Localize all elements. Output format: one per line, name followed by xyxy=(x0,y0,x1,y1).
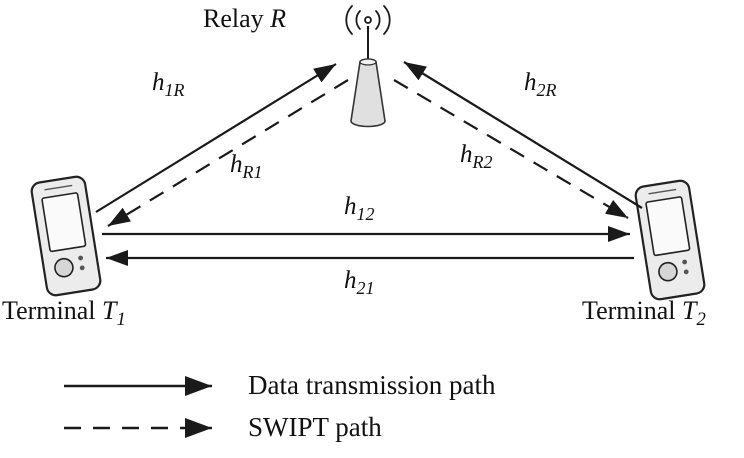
link-relay-to-t2-swipt xyxy=(393,79,629,219)
relay-label: Relay R xyxy=(203,6,286,32)
legend-data-path-label: Data transmission path xyxy=(248,370,496,400)
phone-screen xyxy=(645,196,691,257)
channel-label-h2R: h2R xyxy=(524,69,557,100)
channel-label-h21: h21 xyxy=(344,267,375,298)
antenna-cone-top xyxy=(359,58,377,66)
link-t1-to-relay xyxy=(95,63,337,213)
terminal1-phone-icon xyxy=(30,175,102,297)
link-relay-to-t1-swipt xyxy=(107,79,349,227)
relay-label-prefix: Relay xyxy=(203,4,271,33)
phone-screen xyxy=(41,192,87,253)
channel-label-hR2: hR2 xyxy=(460,141,493,172)
signal-waves-icon xyxy=(345,5,391,35)
channel-label-h12: h12 xyxy=(344,193,375,224)
antenna-cone xyxy=(350,58,386,128)
channel-label-hR1: hR1 xyxy=(230,151,263,182)
terminal2-phone-icon xyxy=(634,179,706,301)
terminal2-label: Terminal T2 xyxy=(582,296,706,331)
link-t2-to-relay xyxy=(403,61,643,209)
relay-antenna-icon xyxy=(345,5,391,128)
relay-label-symbol: R xyxy=(270,4,287,33)
phone-button xyxy=(658,261,678,282)
phone-button xyxy=(54,257,74,278)
terminal1-label: Terminal T1 xyxy=(2,296,126,331)
channel-label-h1R: h1R xyxy=(152,69,185,100)
legend-swipt-path-label: SWIPT path xyxy=(248,412,382,442)
